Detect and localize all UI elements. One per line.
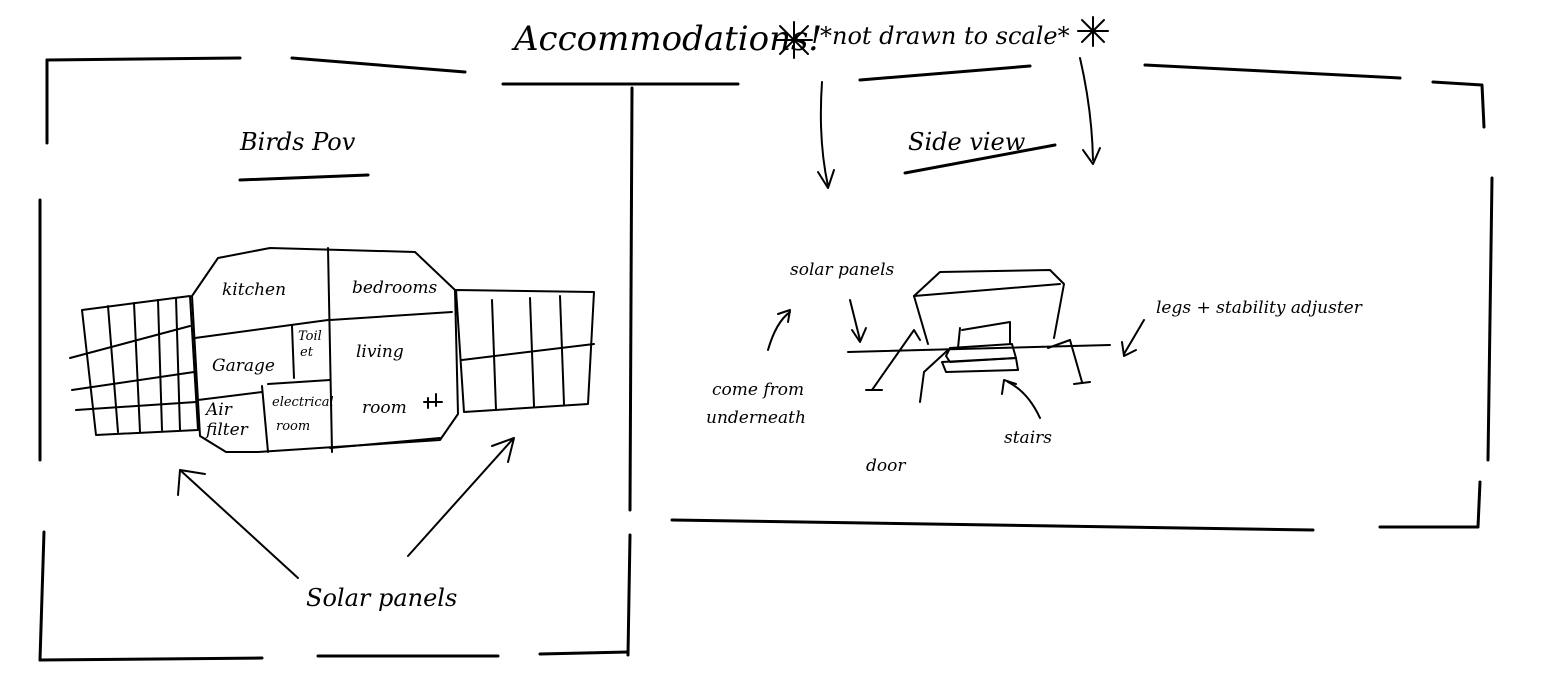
room-electrical-line2: room — [276, 419, 311, 434]
scale-note: *not drawn to scale* — [820, 22, 1070, 50]
note-arrow-left — [817, 81, 835, 189]
room-toilet-line1: Toil — [298, 329, 322, 344]
come-from-pointer-line — [767, 311, 791, 351]
birds-heading-underline — [238, 173, 370, 182]
solar-arrow-right — [407, 437, 515, 557]
legs-pointer-head — [1121, 341, 1137, 357]
come-from-line1: come from — [712, 380, 805, 400]
house-outline — [191, 247, 459, 453]
birds-view-heading: Birds Pov — [240, 128, 356, 156]
side-view-heading: Side view — [908, 128, 1026, 156]
door-label: door — [866, 456, 906, 476]
left-solar-panel — [69, 295, 199, 436]
legs-pointer-line — [1123, 319, 1145, 355]
room-electrical-line1: electrical — [272, 395, 334, 410]
room-living-line2: room — [362, 398, 407, 418]
ground-line — [847, 344, 1111, 353]
right-solar-panel — [455, 289, 595, 413]
stairs-label: stairs — [1004, 428, 1052, 448]
stairs-pointer-line — [1007, 381, 1041, 419]
left-frame — [38, 56, 740, 662]
side-heading-underline — [903, 143, 1057, 175]
floor-plan — [69, 247, 595, 453]
room-bedrooms: bedrooms — [352, 278, 438, 298]
side-solar-label: solar panels — [790, 260, 895, 280]
side-view-drawing — [847, 269, 1111, 403]
legs-label: legs + stability adjuster — [1156, 298, 1362, 318]
birds-solar-label: Solar panels — [306, 584, 458, 612]
solar-arrow-left — [177, 469, 299, 579]
page-title: Accommodations! — [514, 19, 823, 59]
right-frame — [670, 63, 1494, 532]
stairs-icon — [423, 393, 443, 409]
solar-pointer-head — [851, 327, 867, 343]
room-air-line1: Air — [206, 400, 232, 420]
asterisk-left-icon — [775, 21, 813, 59]
solar-pointer-line — [849, 299, 861, 341]
room-kitchen: kitchen — [222, 280, 287, 300]
room-living-line1: living — [356, 342, 404, 362]
stairs-pointer-head — [1001, 379, 1017, 395]
asterisk-right-icon — [1077, 16, 1109, 47]
note-arrow-right — [1079, 57, 1101, 165]
room-toilet-line2: et — [300, 345, 313, 360]
room-garage: Garage — [212, 356, 275, 376]
room-air-line2: filter — [206, 420, 248, 440]
come-from-pointer-head — [777, 309, 791, 323]
come-from-line2: underneath — [706, 408, 806, 428]
